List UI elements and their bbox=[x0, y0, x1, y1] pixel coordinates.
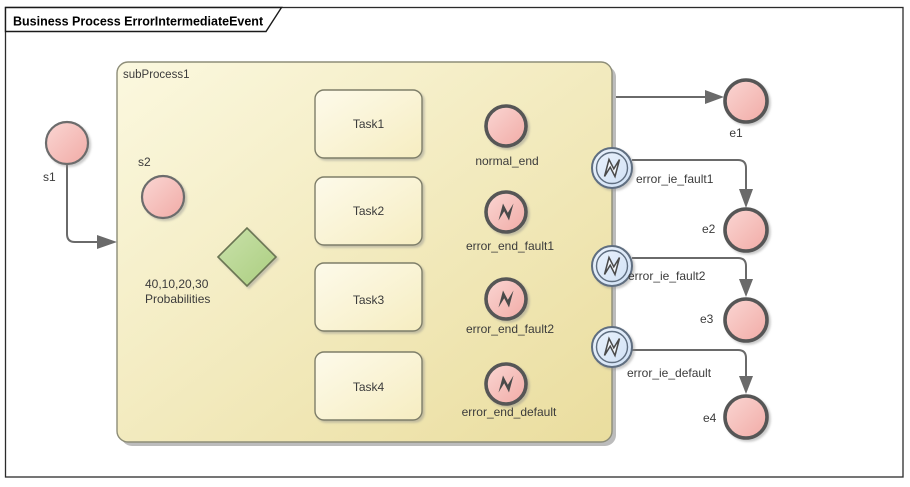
error-ie-fault2-label: error_ie_fault2 bbox=[628, 269, 706, 283]
flow-subprocess-to-e1[interactable] bbox=[612, 90, 724, 104]
flow-s1-to-subprocess[interactable] bbox=[66, 164, 117, 249]
diagram-frame bbox=[4, 6, 904, 478]
probability-gateway[interactable]: 40,10,20,30 Probabilities bbox=[145, 226, 278, 306]
flow-error-ie-fault2-to-e3[interactable] bbox=[632, 257, 753, 297]
task3[interactable]: Task3 bbox=[314, 262, 423, 332]
boundary-event-error-ie-default[interactable]: error_ie_default bbox=[591, 326, 712, 380]
task2[interactable]: Task2 bbox=[314, 176, 423, 246]
task1-label: Task1 bbox=[353, 117, 385, 131]
task2-label: Task2 bbox=[353, 204, 385, 218]
start-event-s1-label: s1 bbox=[43, 170, 56, 184]
end-event-error-end-fault2[interactable]: error_end_fault2 bbox=[466, 277, 554, 336]
error-ie-fault1-label: error_ie_fault1 bbox=[636, 172, 714, 186]
error-end-fault2-label: error_end_fault2 bbox=[466, 322, 554, 336]
arrowhead-icon bbox=[739, 189, 753, 208]
diagram-title: Business Process ErrorIntermediateEvent bbox=[13, 15, 264, 29]
normal-end-label: normal_end bbox=[475, 154, 538, 168]
arrowhead-icon bbox=[739, 279, 753, 297]
end-event-error-end-default[interactable]: error_end_default bbox=[462, 362, 557, 419]
error-end-default-label: error_end_default bbox=[462, 405, 557, 419]
subprocess-label: subProcess1 bbox=[123, 69, 189, 81]
e2-label: e2 bbox=[702, 222, 716, 236]
end-event-normal-end[interactable]: normal_end bbox=[475, 104, 539, 168]
subprocess1[interactable]: subProcess1 bbox=[116, 61, 616, 446]
flow-error-ie-default-to-e4[interactable] bbox=[632, 349, 753, 394]
error-ie-default-label: error_ie_default bbox=[627, 366, 712, 380]
end-event-error-end-fault1[interactable]: error_end_fault1 bbox=[466, 190, 554, 253]
arrowhead-icon bbox=[97, 235, 117, 249]
end-event-e1[interactable]: e1 bbox=[723, 78, 769, 140]
end-event-e2[interactable]: e2 bbox=[702, 207, 769, 253]
start-event-s2[interactable]: s2 bbox=[138, 155, 186, 220]
gateway-label-line2: Probabilities bbox=[145, 292, 210, 306]
arrowhead-icon bbox=[739, 376, 753, 394]
task4[interactable]: Task4 bbox=[314, 351, 423, 421]
end-event-e3[interactable]: e3 bbox=[700, 297, 769, 343]
boundary-event-error-ie-fault2[interactable]: error_ie_fault2 bbox=[591, 245, 706, 287]
error-end-fault1-label: error_end_fault1 bbox=[466, 239, 554, 253]
task1[interactable]: Task1 bbox=[314, 89, 423, 159]
task4-label: Task4 bbox=[353, 380, 385, 394]
e1-label: e1 bbox=[729, 126, 743, 140]
start-event-s2-label: s2 bbox=[138, 155, 151, 169]
e4-label: e4 bbox=[703, 411, 717, 425]
start-event-s1[interactable]: s1 bbox=[43, 120, 90, 184]
gateway-label-line1: 40,10,20,30 bbox=[145, 277, 209, 291]
flow-error-ie-fault1-to-e2[interactable] bbox=[632, 159, 753, 208]
boundary-event-error-ie-fault1[interactable]: error_ie_fault1 bbox=[591, 147, 714, 189]
diagram-title-tab bbox=[4, 6, 283, 33]
e3-label: e3 bbox=[700, 312, 714, 326]
end-event-e4[interactable]: e4 bbox=[703, 394, 769, 440]
task3-label: Task3 bbox=[353, 293, 385, 307]
arrowhead-icon bbox=[705, 90, 724, 104]
